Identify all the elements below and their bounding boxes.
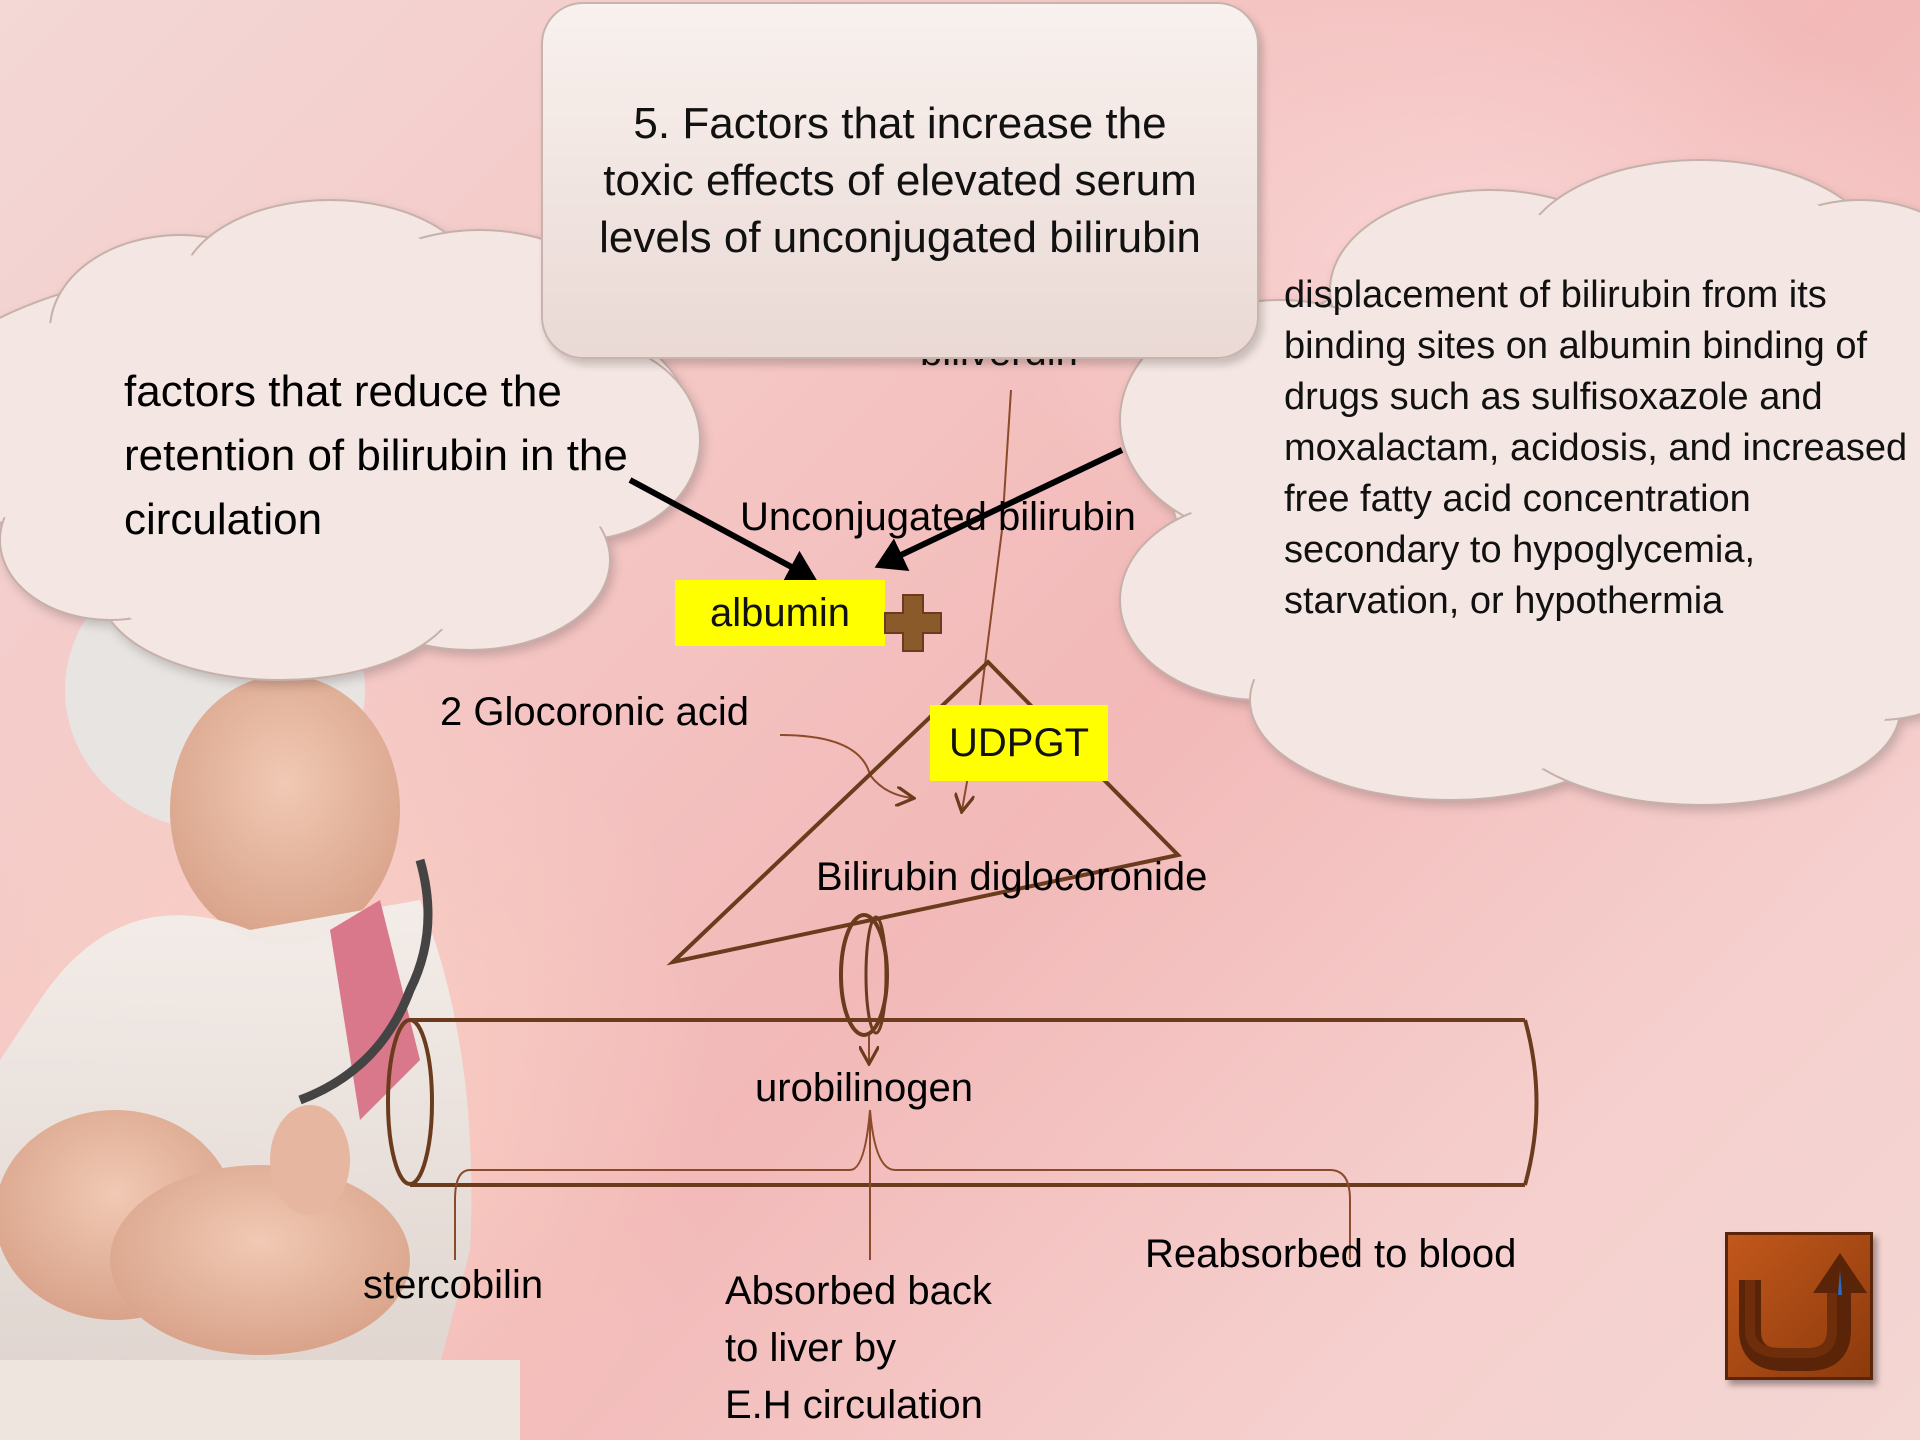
right-cloud-text: displacement of bilirubin from its bindi… <box>1284 270 1914 627</box>
albumin-highlight: albumin <box>675 580 885 646</box>
u-turn-arrow-icon <box>1728 1235 1870 1377</box>
absorbed-label: Absorbed back to liver by E.H circulatio… <box>725 1263 992 1434</box>
absorbed-line-3: E.H circulation <box>725 1377 992 1434</box>
reabsorbed-label: Reabsorbed to blood <box>1145 1232 1516 1277</box>
glucuronic-arrow <box>780 735 912 798</box>
slide-title: 5. Factors that increase the toxic effec… <box>583 95 1217 266</box>
glucuronic-label: 2 Glocoronic acid <box>440 690 749 735</box>
left-cloud-text: factors that reduce the retention of bil… <box>124 360 644 552</box>
title-box: 5. Factors that increase the toxic effec… <box>541 2 1259 359</box>
absorbed-line-1: Absorbed back <box>725 1263 992 1320</box>
absorbed-line-2: to liver by <box>725 1320 992 1377</box>
unconjugated-label: Unconjugated bilirubin <box>740 495 1136 540</box>
diglucuronide-label: Bilirubin diglocoronide <box>816 855 1207 900</box>
bile-duct <box>841 915 887 1035</box>
back-button[interactable] <box>1725 1232 1873 1380</box>
udpgt-highlight: UDPGT <box>930 705 1108 781</box>
stercobilin-label: stercobilin <box>363 1263 543 1308</box>
urobilinogen-label: urobilinogen <box>755 1066 973 1111</box>
